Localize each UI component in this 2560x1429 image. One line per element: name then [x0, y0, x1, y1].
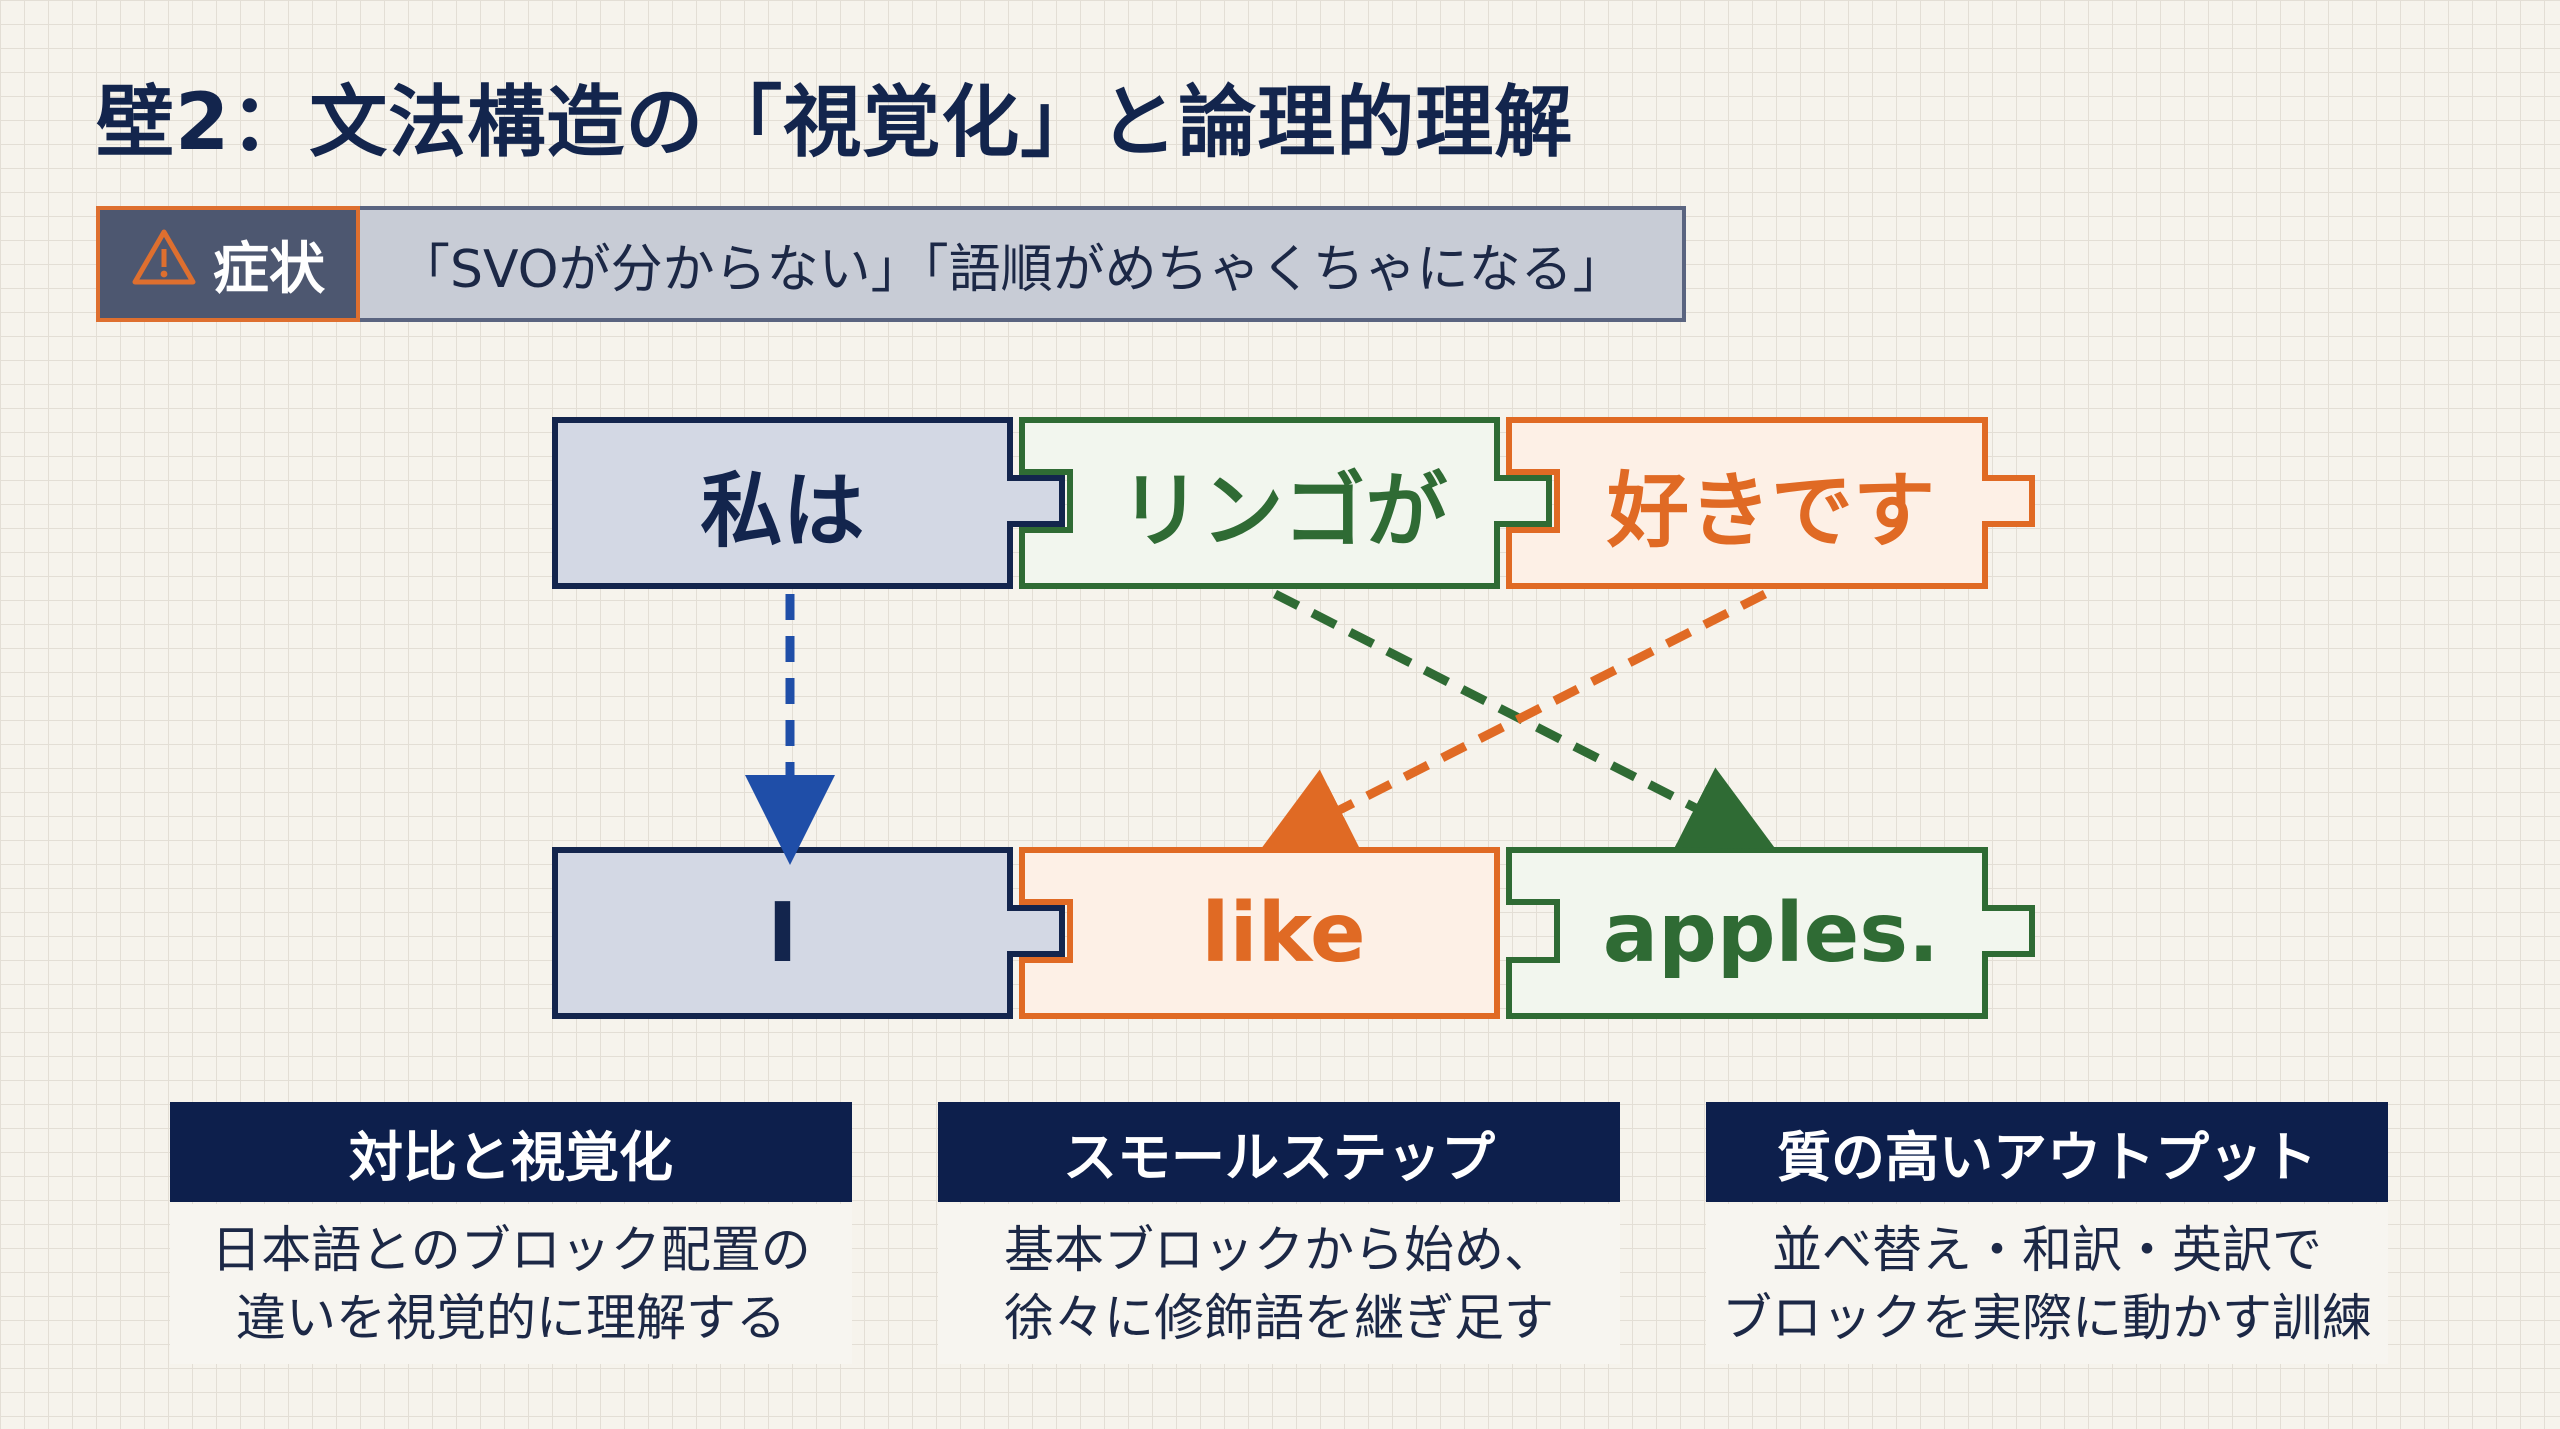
- block-shape-watashi-wa: [552, 417, 1065, 589]
- symptom-bar: 症状 「SVOが分からない」「語順がめちゃくちゃになる」: [96, 206, 1686, 322]
- card-line: 徐々に修飾語を継ぎ足す: [1004, 1289, 1554, 1347]
- card-body-contrast: 日本語とのブロック配置の 違いを視覚的に理解する: [170, 1204, 852, 1364]
- card-title-contrast: 対比と視覚化: [170, 1102, 852, 1202]
- card-line: 並べ替え・和訳・英訳で: [1772, 1221, 2322, 1279]
- block-shape-suki-desu: [1506, 417, 2035, 589]
- card-title-small-step: スモールステップ: [938, 1102, 1620, 1202]
- block-shape-like: [1019, 847, 1500, 1019]
- block-suki-desu: 好きです: [1606, 463, 1935, 559]
- block-shape-ringo-ga: [1019, 417, 1552, 589]
- card-line: 日本語とのブロック配置の: [211, 1221, 811, 1279]
- card-line: 基本ブロックから始め、: [1004, 1221, 1554, 1279]
- block-shape-apples: [1506, 847, 2035, 1019]
- block-i: I: [767, 885, 798, 981]
- symptom-label-box: 症状: [96, 206, 360, 322]
- card-line: ブロックを実際に動かす訓練: [1722, 1289, 2372, 1347]
- card-line: 違いを視覚的に理解する: [236, 1289, 786, 1347]
- page-title: 壁2：文法構造の「視覚化」と論理的理解: [96, 78, 1574, 168]
- block-shape-i: [552, 847, 1065, 1019]
- arrow-ringo-to-apples: [1272, 589, 1776, 849]
- card-body-small-step: 基本ブロックから始め、 徐々に修飾語を継ぎ足す: [938, 1204, 1620, 1364]
- card-body-output: 並べ替え・和訳・英訳で ブロックを実際に動かす訓練: [1706, 1204, 2388, 1364]
- card-title-output: 質の高いアウトプット: [1706, 1102, 2388, 1202]
- block-ringo-ga: リンゴが: [1119, 463, 1448, 559]
- warning-icon: [131, 227, 197, 301]
- block-like: like: [1201, 885, 1366, 981]
- block-apples: apples.: [1602, 885, 1940, 981]
- block-watashi-wa: 私は: [700, 463, 865, 559]
- symptom-text: 「SVOが分からない」「語順がめちゃくちゃになる」: [360, 206, 1686, 322]
- symptom-label: 症状: [213, 236, 325, 302]
- arrow-suki-to-like: [1259, 589, 1768, 851]
